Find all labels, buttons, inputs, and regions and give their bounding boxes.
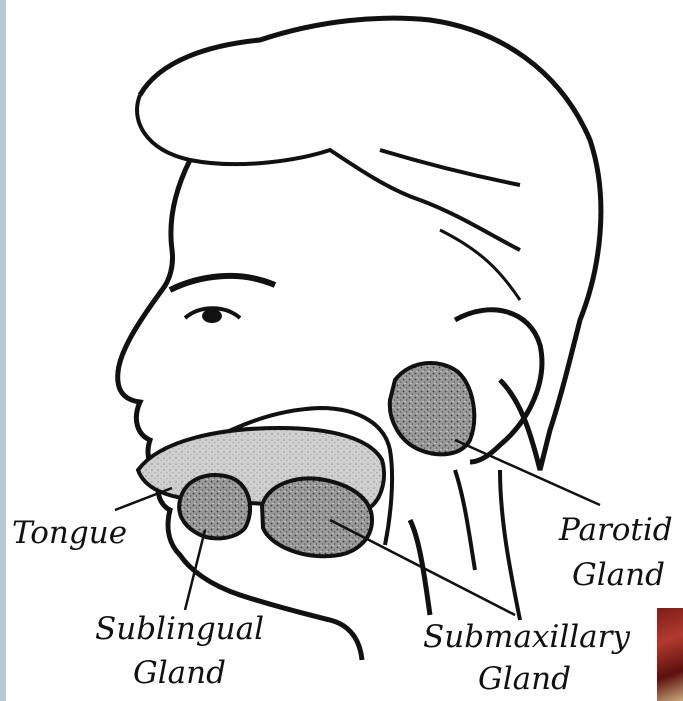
sublingual-leader <box>185 530 205 610</box>
eye-pupil <box>202 309 222 323</box>
label-sublingual-line2: Gland <box>133 658 226 689</box>
label-submaxillary-line2: Gland <box>478 664 571 695</box>
hair-strand-2 <box>420 200 520 250</box>
hair-strand-1 <box>380 150 520 185</box>
eyebrow <box>170 276 275 290</box>
parotid-leader <box>455 440 600 505</box>
label-sublingual-line1: Sublingual <box>95 614 264 645</box>
sublingual-gland <box>179 475 250 538</box>
label-parotid-line1: Parotid <box>559 515 673 546</box>
parotid-gland <box>390 363 474 454</box>
hair-strand-3 <box>440 230 520 300</box>
submaxillary-leader <box>330 520 515 615</box>
label-submaxillary-line1: Submaxillary <box>423 622 630 653</box>
photo-thumbnail <box>657 608 683 701</box>
label-tongue: Tongue <box>12 518 127 549</box>
label-parotid-line2: Gland <box>572 560 665 591</box>
neck-mid <box>455 470 475 570</box>
submaxillary-gland <box>262 478 372 556</box>
neck-back <box>500 470 520 620</box>
